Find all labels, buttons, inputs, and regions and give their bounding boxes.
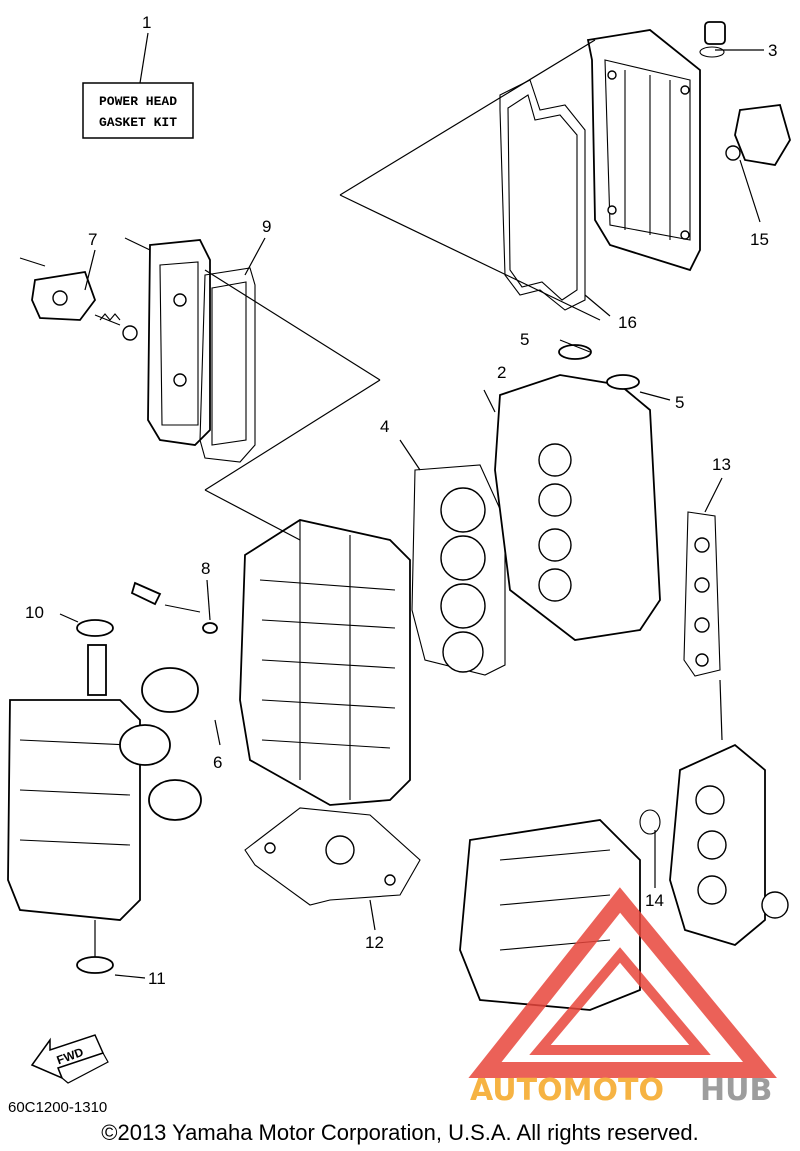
callout-6: 6 [213,753,222,772]
callout-4: 4 [380,417,389,436]
callout-12: 12 [365,933,384,952]
cylinder-block [239,519,411,806]
cylinder-head [494,344,661,641]
sensor-part [725,104,791,166]
thermostat-cover [19,257,138,341]
callout-5a: 5 [520,330,529,349]
base-gasket [244,807,421,906]
kit-label-line2: GASKET KIT [99,115,177,130]
kit-label-line1: POWER HEAD [99,94,177,109]
callout-2: 2 [497,363,506,382]
crankshaft-assembly [7,619,202,974]
oil-filler-cap [699,21,726,58]
callout-14: 14 [645,891,664,910]
head-cover-gasket [499,79,586,311]
callout-15: 15 [750,230,769,249]
callout-13: 13 [712,455,731,474]
callout-numbers: 1 2 3 4 5 5 6 7 8 9 10 11 12 13 14 15 16 [25,13,777,988]
callout-10: 10 [25,603,44,622]
intake-gasket [683,511,721,677]
callout-1: 1 [142,13,151,32]
exhaust-cover-gasket [199,267,256,463]
fwd-arrow: FWD [30,1034,109,1084]
cylinder-head-gasket [411,464,506,676]
watermark-part2: HUB [700,1073,772,1108]
temperature-sensor [130,581,218,634]
diagram-code: 60C1200-1310 [8,1099,107,1116]
exhaust-cover [124,237,211,446]
callout-9: 9 [262,217,271,236]
intake-manifold-flange [639,743,789,947]
callout-7: 7 [88,230,97,249]
callout-16: 16 [618,313,637,332]
callout-5b: 5 [675,393,684,412]
copyright-notice: ©2013 Yamaha Motor Corporation, U.S.A. A… [101,1120,698,1145]
callout-3: 3 [768,41,777,60]
callout-11: 11 [148,969,166,988]
leader-lines [59,39,764,979]
intake-manifold [459,819,641,1011]
automotohub-watermark: AUTOMOTO HUB [468,887,777,1108]
gasket-kit-label: POWER HEAD GASKET KIT [82,32,194,139]
watermark-part1: AUTOMOTO [470,1073,664,1108]
cylinder-head-cover [586,29,701,272]
callout-8: 8 [201,559,210,578]
